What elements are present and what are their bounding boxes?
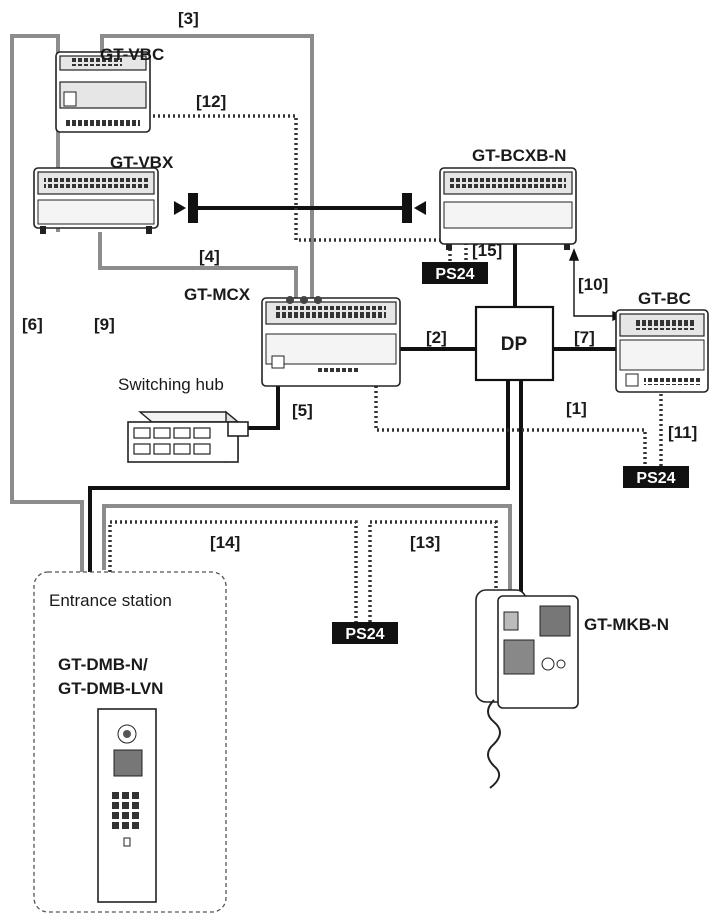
wire-label-3: [3] (178, 9, 199, 28)
wire-label-11: [11] (668, 423, 697, 442)
wire-3 (100, 34, 314, 300)
wire-label-9: [9] (94, 315, 115, 334)
gt-mkb-device (475, 589, 579, 789)
wire-13-grey (102, 504, 512, 592)
ps24-tag-a: PS24 (422, 262, 488, 284)
connector-arrows (174, 193, 426, 223)
wire-label-13: [13] (410, 533, 440, 552)
label-gt-bcxb: GT-BCXB-N (472, 146, 566, 165)
wire-label-14: [14] (210, 533, 240, 552)
ps24-tag-b: PS24 (623, 466, 689, 488)
label-gt-mcx: GT-MCX (184, 285, 251, 304)
label-gt-dmb-lvn: GT-DMB-LVN (58, 679, 163, 698)
gt-bcxb-device (439, 167, 577, 250)
wire-label-7: [7] (574, 328, 595, 347)
gt-mcx-device (261, 296, 401, 387)
wire-label-10: [10] (578, 275, 608, 294)
wire-label-15: [15] (472, 241, 502, 260)
wire-label-2: [2] (426, 328, 447, 347)
wire-14 (108, 520, 358, 622)
wire-label-4: [4] (199, 247, 220, 266)
dp-box (474, 305, 555, 382)
label-switching-hub: Switching hub (118, 375, 224, 394)
wire-1 (374, 386, 647, 466)
label-entrance-station: Entrance station (49, 591, 172, 610)
entrance-station-frame (33, 571, 227, 913)
wire-12 (148, 114, 452, 262)
switching-hub-device (127, 410, 249, 463)
label-gt-vbc: GT-VBC (100, 45, 164, 64)
ps24-label: PS24 (345, 626, 384, 643)
label-gt-mkb: GT-MKB-N (584, 615, 669, 634)
ps24-tag-c: PS24 (332, 622, 398, 644)
ps24-label: PS24 (636, 470, 675, 487)
wire-label-5: [5] (292, 401, 313, 420)
black-wires (88, 206, 618, 592)
label-gt-dmb: GT-DMB-N/ (58, 655, 148, 674)
label-gt-vbx: GT-VBX (110, 153, 174, 172)
wire-5 (248, 368, 280, 430)
wire-13 (368, 520, 498, 622)
ps24-label: PS24 (435, 266, 474, 283)
dotted-wires (108, 114, 663, 622)
gt-bc-device (615, 309, 709, 393)
label-gt-bc: GT-BC (638, 289, 691, 308)
gt-dmb-device (97, 708, 157, 903)
wire-dp-entrance (88, 380, 510, 572)
wire-label-1: [1] (566, 399, 587, 418)
wire-label-6: [6] (22, 315, 43, 334)
label-dp: DP (501, 334, 528, 355)
wire-4 (98, 232, 298, 302)
gt-vbc-device (55, 51, 151, 133)
gt-vbx-device (33, 167, 159, 234)
wire-label-12: [12] (196, 92, 226, 111)
